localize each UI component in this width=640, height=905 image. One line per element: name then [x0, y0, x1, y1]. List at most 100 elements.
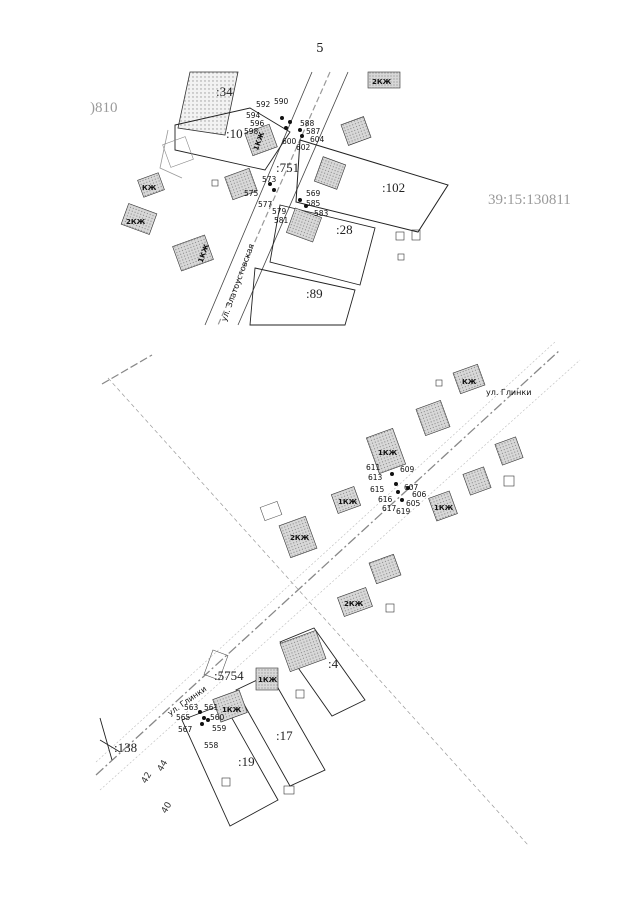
parcel-19	[181, 703, 279, 827]
pt-594: 594	[246, 111, 261, 120]
pt-588: 588	[300, 119, 315, 128]
turning-points-bottom-upper: 611 613 615 616 617 619 609 607 606 605	[366, 463, 427, 516]
pt-587: 587	[306, 127, 321, 136]
building-top-1	[367, 71, 401, 89]
pt-613: 613	[368, 473, 383, 482]
parcel-102	[295, 139, 449, 233]
street-edge-bottom-a	[95, 341, 556, 763]
building-label-b-3: 1КЖ	[378, 449, 398, 457]
small-marks-top	[211, 179, 421, 261]
parcel-10	[174, 107, 291, 171]
street-axis-bottom	[95, 349, 561, 776]
turning-points-bottom-lower: 563 565 567 561 560 559 558	[176, 703, 227, 750]
building-b-13	[255, 667, 279, 691]
building-b-4	[330, 486, 362, 514]
building-top-8	[172, 234, 214, 272]
parcel-label-102: :102	[382, 180, 405, 195]
diagonal-dashed-bottom	[107, 377, 529, 846]
building-top-4	[313, 156, 347, 190]
building-label-b-13: 1КЖ	[258, 676, 278, 684]
building-label-b-5: 1КЖ	[434, 504, 454, 512]
misc-number-40: 40	[160, 800, 175, 815]
parcel-34-area	[177, 71, 239, 136]
bottom-map: КЖ 1КЖ 1КЖ 1КЖ 2КЖ 2КЖ 1КЖ 1КЖ 611 61	[95, 341, 581, 846]
street-label-bottom-a: ул. Глинки	[486, 388, 531, 397]
pt-602: 602	[296, 143, 311, 152]
edge-line-138	[99, 717, 113, 761]
edge-line-138-b	[99, 739, 121, 753]
building-b-11	[337, 587, 373, 617]
pt-577: 577	[258, 200, 273, 209]
building-b-8	[278, 515, 318, 559]
building-b-15	[203, 649, 229, 681]
pt-583: 583	[314, 209, 329, 218]
pt-619: 619	[396, 507, 411, 516]
building-top-6	[137, 172, 165, 198]
parcel-label-10: :10	[226, 126, 243, 141]
parcel-label-19: :19	[238, 754, 255, 769]
building-b-2	[415, 400, 451, 436]
building-b-5	[428, 490, 458, 522]
pt-611: 611	[366, 463, 381, 472]
building-b-3	[365, 427, 407, 475]
street-axis-top	[217, 71, 331, 326]
building-label-b-4: 1КЖ	[338, 498, 358, 506]
parcel-label-4: :4	[328, 656, 339, 671]
parcel-label-751: :751	[276, 160, 299, 175]
building-b-14	[212, 689, 248, 723]
short-dash-upper-left	[101, 354, 153, 385]
pt-604: 604	[310, 135, 325, 144]
parcel-89	[249, 267, 356, 326]
page-number: 5	[316, 41, 324, 55]
pt-590: 590	[274, 97, 289, 106]
parcel-label-5754: :5754	[214, 668, 244, 683]
building-b-9	[259, 500, 283, 522]
building-label-b-14: 1КЖ	[222, 706, 242, 714]
pt-565: 565	[176, 713, 191, 722]
building-top-9	[286, 207, 322, 243]
building-top-5	[224, 167, 258, 201]
pt-575: 575	[244, 189, 259, 198]
building-top-3	[340, 116, 372, 146]
pt-592: 592	[256, 100, 271, 109]
pt-573: 573	[262, 175, 277, 184]
pt-617: 617	[382, 504, 397, 513]
building-label-b-1: КЖ	[462, 378, 477, 386]
building-b-7	[494, 436, 524, 466]
street-label-top: ул. Златоустовская	[219, 242, 256, 322]
pt-585: 585	[306, 199, 321, 208]
top-map: 2КЖ 1КЖ КЖ 2КЖ 1КЖ :34 :10 :751 :102 :28…	[120, 71, 449, 326]
building-label-top-7: 2КЖ	[126, 218, 146, 226]
parcel-label-89: :89	[306, 286, 323, 301]
building-b-6	[462, 466, 492, 496]
building-b-10	[368, 553, 402, 585]
pt-563: 563	[184, 703, 199, 712]
building-top-2	[244, 123, 278, 157]
parcel-label-138: :138	[114, 740, 137, 755]
building-label-top-6: КЖ	[142, 184, 157, 192]
building-b-12	[279, 630, 327, 672]
building-b-1	[452, 363, 486, 395]
parcel-line-top-left	[159, 129, 183, 179]
pt-607: 607	[404, 483, 419, 492]
pt-579: 579	[272, 207, 287, 216]
pt-569: 569	[306, 189, 321, 198]
building-top-10	[162, 136, 194, 168]
pt-600: 600	[282, 137, 297, 146]
pt-567: 567	[178, 725, 193, 734]
misc-number-42: 42	[140, 771, 154, 786]
pt-560: 560	[210, 713, 225, 722]
building-top-7	[120, 203, 158, 235]
parcel-label-28: :28	[336, 222, 353, 237]
pt-581: 581	[274, 216, 289, 225]
parcel-4	[279, 627, 366, 717]
street-edge-bottom-b	[99, 359, 581, 791]
parcel-label-34: :34	[216, 84, 233, 99]
building-label-b-8: 2КЖ	[290, 534, 310, 542]
parcel-label-17: :17	[276, 728, 293, 743]
street-edge-top-a	[204, 71, 313, 326]
pt-596: 596	[250, 119, 265, 128]
turning-points-top: 592 590 594 596 598 588 587 600 604 602 …	[244, 97, 329, 225]
pt-598: 598	[244, 127, 259, 136]
